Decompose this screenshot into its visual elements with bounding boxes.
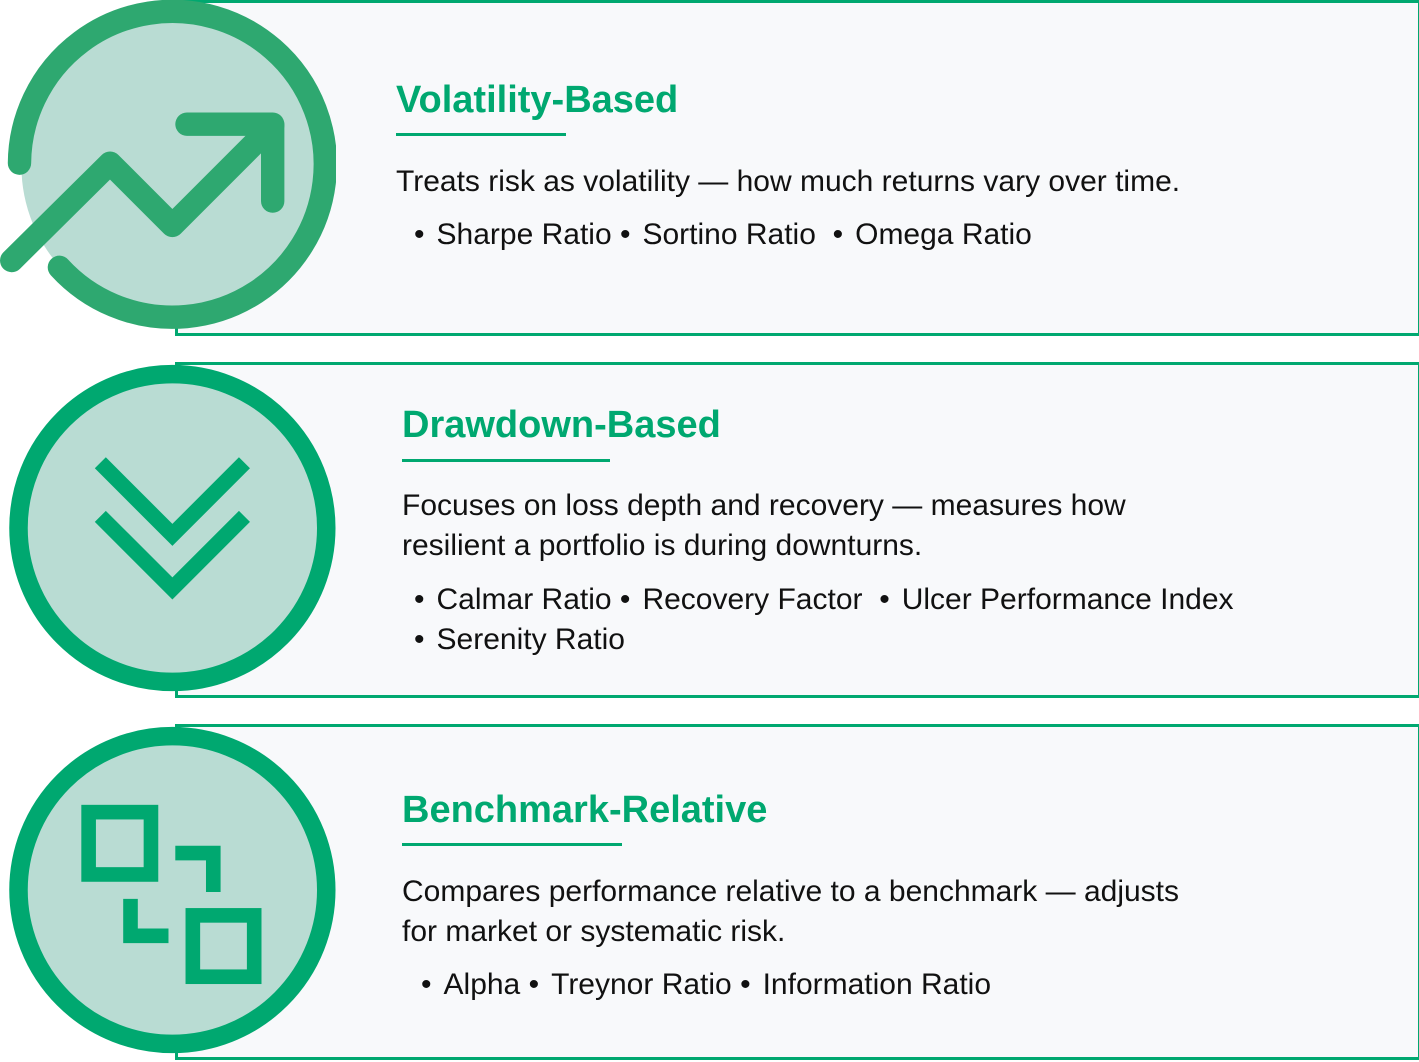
card-description: Focuses on loss depth and recovery — mea… (402, 486, 1126, 566)
metric-item: Treynor Ratio (551, 968, 732, 1001)
metric-item: Omega Ratio (855, 218, 1032, 251)
category-card-benchmark: Benchmark-Relative Compares performance … (175, 724, 1419, 1060)
metric-list: •Alpha •Treynor Ratio •Information Ratio (421, 965, 991, 1005)
metric-item: Recovery Factor (642, 583, 863, 616)
bullet-icon: • (740, 968, 751, 1001)
card-description: Treats risk as volatility — how much ret… (396, 165, 1181, 198)
description-line: Focuses on loss depth and recovery — mea… (402, 489, 1126, 522)
bullet-icon: • (619, 218, 631, 251)
metric-item: Sharpe Ratio (436, 218, 612, 251)
description-line: resilient a portfolio is during downturn… (402, 529, 923, 562)
bullet-icon: • (528, 968, 540, 1001)
description-line: for market or systematic risk. (402, 915, 786, 948)
bullet-icon: • (414, 218, 425, 251)
metric-item: Sortino Ratio (642, 218, 816, 251)
double-chevron-down-icon (9, 364, 336, 692)
category-card-volatility: Volatility-Based Treats risk as volatili… (175, 0, 1419, 336)
trending-up-icon (0, 0, 336, 329)
metric-list: •Calmar Ratio •Recovery Factor •Ulcer Pe… (414, 580, 1234, 660)
card-title: Volatility-Based (396, 79, 679, 121)
title-underline (402, 843, 622, 846)
metric-item: Calmar Ratio (436, 583, 612, 616)
card-title: Drawdown-Based (402, 404, 721, 446)
bullet-icon: • (619, 583, 631, 616)
metric-item: Alpha (443, 968, 521, 1001)
bullet-icon: • (421, 968, 432, 1001)
metric-item: Information Ratio (762, 968, 992, 1001)
card-description: Compares performance relative to a bench… (402, 872, 1179, 952)
bullet-icon: • (832, 218, 844, 251)
bullet-icon: • (414, 623, 425, 656)
category-card-drawdown: Drawdown-Based Focuses on loss depth and… (175, 362, 1419, 698)
card-title: Benchmark-Relative (402, 789, 768, 831)
bullet-icon: • (879, 583, 890, 616)
metric-list: •Sharpe Ratio •Sortino Ratio •Omega Rati… (414, 215, 1032, 255)
bullet-icon: • (414, 583, 425, 616)
title-underline (402, 459, 610, 462)
compare-squares-icon (9, 726, 336, 1054)
metric-item: Serenity Ratio (436, 623, 625, 656)
description-line: Compares performance relative to a bench… (402, 875, 1180, 908)
title-underline (396, 133, 566, 136)
metric-item: Ulcer Performance Index (901, 583, 1234, 616)
